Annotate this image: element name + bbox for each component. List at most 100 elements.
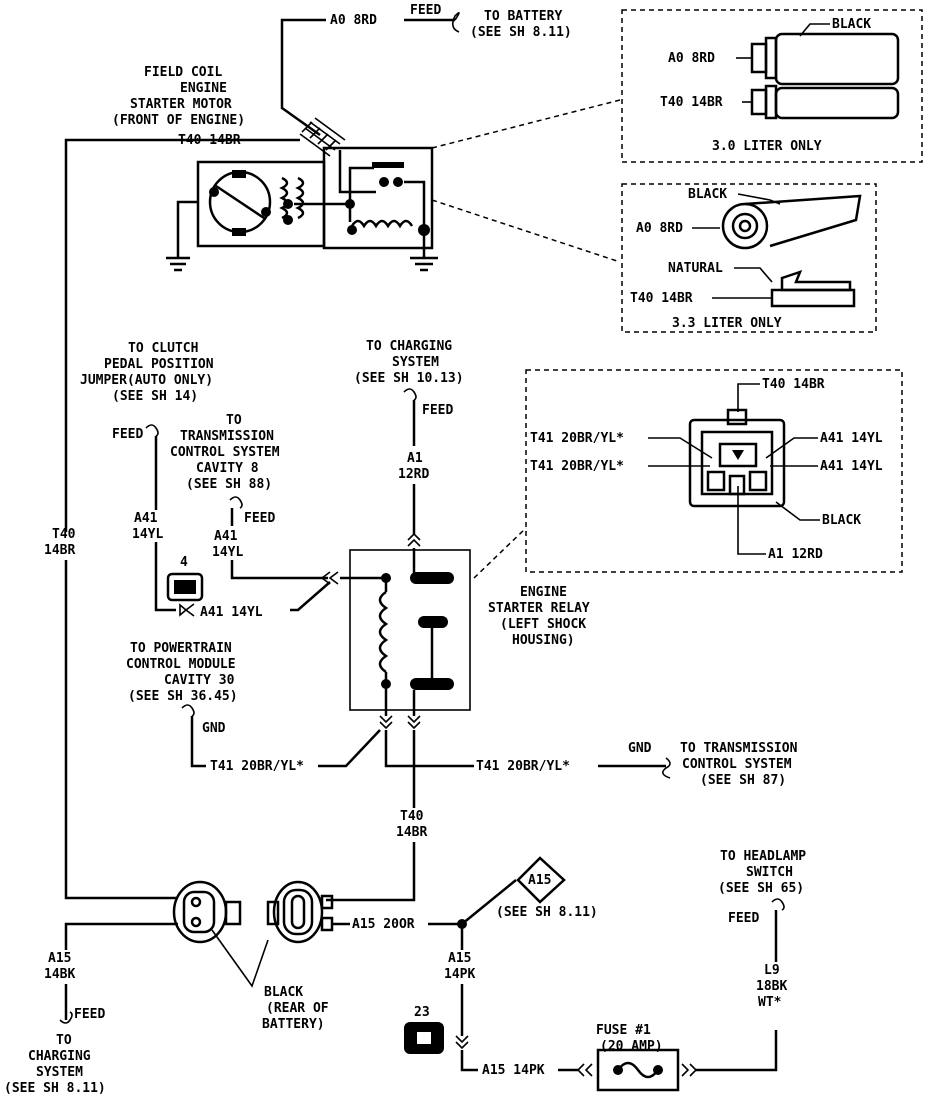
inset33-black-label: BLACK (688, 187, 727, 202)
inset30-a0-label: A0 8RD (668, 51, 715, 66)
starter-motor-group: FIELD COIL ENGINE STARTER MOTOR (FRONT O… (64, 65, 438, 532)
relay-connector-frame (525, 369, 903, 573)
battery-feed-wire-label: A0 8RD (330, 13, 377, 28)
a15-splice-wire2: 14PK (444, 967, 475, 982)
inset33-a0-label: A0 8RD (636, 221, 683, 236)
inset30-t40-label: T40 14BR (660, 95, 723, 110)
charging-top-group: TO CHARGING SYSTEM (SEE SH 10.13) FEED A… (354, 339, 464, 547)
pcm-line2: CONTROL MODULE (126, 657, 236, 672)
tcs-bottom-wire: T41 20BR/YL* (476, 759, 570, 774)
splice23-id: 23 (414, 1005, 430, 1020)
clutch-line4: (SEE SH 14) (112, 389, 198, 404)
tcs-line1: TO (226, 413, 242, 428)
relay-conn-black: BLACK (822, 513, 861, 528)
headlamp-wire1: L9 (764, 963, 780, 978)
inset-3-0-liter: BLACK A0 8RD T40 14BR 3.0 LITER ONLY (621, 9, 923, 163)
battery-left-wire2: 14BK (44, 967, 75, 982)
splice4-id: 4 (180, 555, 188, 570)
fuse-wire: A15 14PK (482, 1063, 545, 1078)
pcm-gnd: GND (202, 721, 226, 736)
inset30-black-label: BLACK (832, 17, 871, 32)
left-wire-group: T40 14BR (44, 527, 178, 900)
charging-top-feed: FEED (422, 403, 453, 418)
clutch-feed: FEED (112, 427, 143, 442)
relay-conn-a1: A1 12RD (768, 547, 823, 562)
battery-left-feed: FEED (74, 1007, 105, 1022)
left-wire-line1: T40 (52, 527, 76, 542)
starter-solenoid-housing (322, 146, 434, 250)
tcs-wire2: 14YL (212, 545, 243, 560)
starter-title-line4: (FRONT OF ENGINE) (112, 113, 245, 128)
a15-splice-id: A15 (528, 873, 551, 888)
pcm-wire: T41 20BR/YL* (210, 759, 304, 774)
splice4-wire: A41 14YL (200, 605, 263, 620)
relay-title-line4: HOUSING) (512, 633, 575, 648)
relay-conn-t41b: T41 20BR/YL* (530, 459, 624, 474)
battery-black-line2: (REAR OF (266, 1001, 329, 1016)
tcs-bottom-group: T41 20BR/YL* GND TO TRANSMISSION CONTROL… (384, 730, 798, 788)
charging-top-line3: (SEE SH 10.13) (354, 371, 464, 386)
charging-top-line2: SYSTEM (392, 355, 439, 370)
inset-3-0-frame (621, 9, 923, 163)
headlamp-line3: (SEE SH 65) (718, 881, 804, 896)
ground-symbol-starter-right (410, 256, 438, 272)
starter-terminal-bolts (299, 117, 346, 157)
relay-conn-t41a: T41 20BR/YL* (530, 431, 624, 446)
inset-3-3-frame (621, 183, 877, 333)
relay-group: ENGINE STARTER RELAY (LEFT SHOCK HOUSING… (340, 548, 590, 730)
left-wire-line2: 14BR (44, 543, 75, 558)
inset33-caption: 3.3 LITER ONLY (672, 316, 782, 331)
tcs-cavity-group: TO TRANSMISSION CONTROL SYSTEM CAVITY 8 … (170, 413, 339, 585)
tcs-line3: CONTROL SYSTEM (170, 445, 280, 460)
starter-title-line3: STARTER MOTOR (130, 97, 232, 112)
battery-a15-wire: A15 20OR (352, 917, 415, 932)
inset33-t40-label: T40 14BR (630, 291, 693, 306)
fuse-box (596, 1048, 680, 1092)
headlamp-wire3: WT* (758, 995, 782, 1010)
battery-black-line1: BLACK (264, 985, 303, 1000)
relay-bottom-line1: T40 (400, 809, 424, 824)
pcm-line3: CAVITY 30 (164, 673, 235, 688)
clutch-line2: PEDAL POSITION (104, 357, 214, 372)
headlamp-line2: SWITCH (746, 865, 793, 880)
battery-feed-see-label: (SEE SH 8.11) (470, 25, 572, 40)
starter-relay-box (349, 549, 471, 711)
a15-splice-see: (SEE SH 8.11) (496, 905, 598, 920)
headlamp-wire2: 18BK (756, 979, 787, 994)
clutch-wire2: 14YL (132, 527, 163, 542)
battery-connector-group: A15 20OR BLACK (REAR OF BATTERY) A15 14B… (4, 880, 462, 1096)
tcs-feed: FEED (244, 511, 275, 526)
relay-connector-body (688, 418, 786, 508)
fuse-line1: FUSE #1 (596, 1023, 651, 1038)
battery-left-wire1: A15 (48, 951, 71, 966)
charging-top-wire2: 12RD (398, 467, 429, 482)
a15-splice-wire1: A15 (448, 951, 471, 966)
splice-23-group: 23 (404, 1005, 444, 1054)
tcs-line5: (SEE SH 88) (186, 477, 272, 492)
inset30-caption: 3.0 LITER ONLY (712, 139, 822, 154)
a15-splice-group: A15 (SEE SH 8.11) A15 14PK (444, 856, 598, 1072)
pcm-line4: (SEE SH 36.45) (128, 689, 238, 704)
pcm-group: TO POWERTRAIN CONTROL MODULE CAVITY 30 (… (126, 641, 381, 774)
starter-title-line2: ENGINE (180, 81, 227, 96)
relay-bottom-wire-group: T40 14BR (326, 730, 427, 902)
relay-title-line1: ENGINE (520, 585, 567, 600)
relay-conn-a41b: A41 14YL (820, 459, 883, 474)
relay-title-line2: STARTER RELAY (488, 601, 590, 616)
relay-bottom-line2: 14BR (396, 825, 427, 840)
splice-4-group: 4 A41 14YL (166, 555, 331, 620)
fuse-line2: (20 AMP) (600, 1039, 663, 1054)
relay-connector-inset: T40 14BR T41 20BR/YL* T41 20BR/YL* A41 1… (525, 369, 903, 573)
tcs-bottom-gnd: GND (628, 741, 652, 756)
battery-feed-feed-label: FEED (410, 3, 441, 18)
inset33-natural-label: NATURAL (668, 261, 723, 276)
tcs-bottom-line3: (SEE SH 87) (700, 773, 786, 788)
pcm-line1: TO POWERTRAIN (130, 641, 232, 656)
tcs-wire1: A41 (214, 529, 238, 544)
tcs-line4: CAVITY 8 (196, 461, 259, 476)
inset-3-3-liter: BLACK A0 8RD NATURAL T40 14BR 3.3 LITER … (621, 183, 877, 333)
clutch-group: TO CLUTCH PEDAL POSITION JUMPER(AUTO ONL… (80, 341, 214, 612)
relay-title-line3: (LEFT SHOCK (500, 617, 586, 632)
battery-charge-line3: SYSTEM (36, 1065, 83, 1080)
